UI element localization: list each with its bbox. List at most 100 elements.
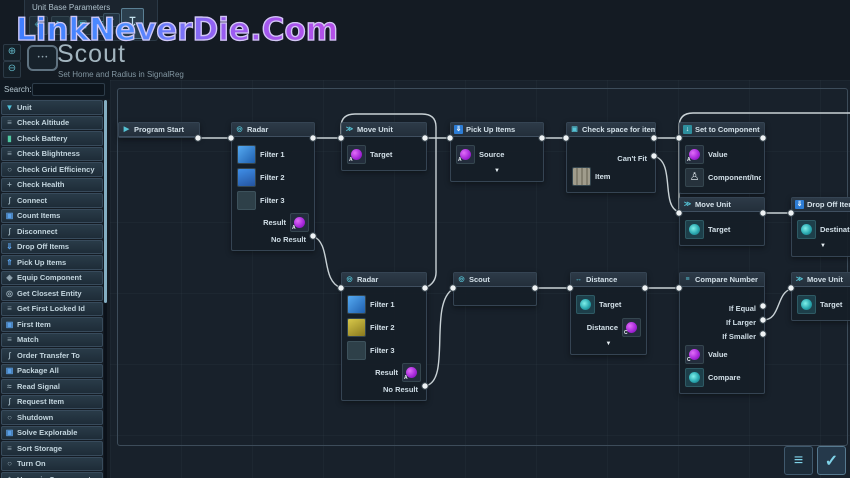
port-6[interactable] (446, 134, 454, 142)
sidebar-item-turn-on[interactable]: ○Turn On (1, 456, 103, 471)
sidebar-item-get-closest-entity[interactable]: ◎Get Closest Entity (1, 286, 103, 301)
sidebar-item-shutdown[interactable]: ○Shutdown (1, 410, 103, 425)
node-row-filter-2[interactable]: Filter 2 (235, 166, 311, 189)
port-4[interactable] (337, 134, 345, 142)
sidebar-item-solve-explorable[interactable]: ▣Solve Explorable (1, 425, 103, 440)
port-0[interactable] (194, 134, 202, 142)
expand-triangle-icon[interactable]: ▼ (820, 243, 826, 249)
zoom-in-button[interactable]: ⊕ (3, 44, 21, 61)
port-1[interactable] (227, 134, 235, 142)
sidebar-item-sort-storage[interactable]: ≡Sort Storage (1, 441, 103, 456)
expand-triangle-icon[interactable]: ▼ (494, 168, 500, 174)
toolbar-icon-3[interactable]: ▣ (73, 16, 92, 35)
list-button[interactable]: ≡ (784, 446, 813, 475)
node-drop-off-item[interactable]: ⇓Drop Off ItemDestination▼ (791, 197, 850, 257)
sidebar-item-read-signal[interactable]: ≈Read Signal (1, 379, 103, 394)
confirm-button[interactable]: ✓ (817, 446, 846, 475)
node-row-target[interactable]: Target (574, 293, 643, 316)
toolbar-icon-2[interactable]: ▶ (51, 16, 70, 35)
port-3[interactable] (309, 232, 317, 240)
sidebar-scrollbar-thumb[interactable] (104, 100, 107, 303)
port-19[interactable] (449, 284, 457, 292)
port-24[interactable] (759, 302, 767, 310)
port-27[interactable] (787, 284, 795, 292)
zoom-out-button[interactable]: ⊖ (3, 61, 21, 78)
node-row-filter-3[interactable]: Filter 3 (235, 189, 311, 212)
toolbar-icon-1[interactable]: ◈ (29, 16, 48, 35)
sidebar-item-match[interactable]: ≡Match (1, 332, 103, 347)
port-11[interactable] (675, 134, 683, 142)
node-row-destination[interactable]: Destination (795, 218, 850, 241)
node-row-compare[interactable]: Compare (683, 366, 761, 389)
port-18[interactable] (421, 382, 429, 390)
node-scout[interactable]: ◎Scout (453, 272, 537, 306)
minus-button[interactable]: − (103, 13, 120, 27)
node-row-target[interactable]: Target (795, 293, 850, 316)
node-row-target[interactable]: Target (683, 218, 761, 241)
port-26[interactable] (759, 330, 767, 338)
expand-triangle-icon[interactable]: ▼ (605, 341, 612, 347)
sidebar-item-equip-component[interactable]: ◈Equip Component (1, 270, 103, 285)
import-button[interactable]: ↧ (121, 8, 144, 39)
sidebar-item-drop-off-items[interactable]: ⇓Drop Off Items (1, 239, 103, 254)
sidebar-item-unit[interactable]: ▼Unit (1, 100, 103, 115)
port-2[interactable] (309, 134, 317, 142)
port-25[interactable] (759, 316, 767, 324)
port-5[interactable] (421, 134, 429, 142)
node-row-item[interactable]: Item (570, 165, 652, 188)
sidebar-item-get-first-locked-id[interactable]: ≡Get First Locked Id (1, 301, 103, 316)
sidebar-item-package-all[interactable]: ▣Package All (1, 363, 103, 378)
search-input[interactable] (32, 83, 105, 96)
node-row-filter-3[interactable]: Filter 3 (345, 339, 423, 362)
sidebar-item-count-items[interactable]: ▣Count Items (1, 208, 103, 223)
node-row-filter-1[interactable]: Filter 1 (235, 143, 311, 166)
node-row-filter-2[interactable]: Filter 2 (345, 316, 423, 339)
port-16[interactable] (337, 284, 345, 292)
node-program-start[interactable]: ▶Program Start (118, 122, 200, 138)
port-22[interactable] (641, 284, 649, 292)
port-21[interactable] (566, 284, 574, 292)
port-17[interactable] (421, 284, 429, 292)
port-14[interactable] (759, 209, 767, 217)
sidebar-item-pick-up-items[interactable]: ⇑Pick Up Items (1, 255, 103, 270)
sidebar-item-check-altitude[interactable]: ≡Check Altitude (1, 115, 103, 130)
port-20[interactable] (531, 284, 539, 292)
node-row-component-index[interactable]: ♙Component/Index (683, 166, 761, 189)
sidebar-item-check-health[interactable]: +Check Health (1, 177, 103, 192)
port-9[interactable] (650, 134, 658, 142)
port-12[interactable] (759, 134, 767, 142)
sidebar-item-first-item[interactable]: ▣First Item (1, 317, 103, 332)
node-row-filter-1[interactable]: Filter 1 (345, 293, 423, 316)
sidebar-item-check-blightness[interactable]: ≡Check Blightness (1, 146, 103, 161)
port-23[interactable] (675, 284, 683, 292)
sidebar-item-check-grid-efficiency[interactable]: ○Check Grid Efficiency (1, 162, 103, 177)
port-7[interactable] (538, 134, 546, 142)
port-10[interactable] (650, 152, 658, 160)
port-8[interactable] (562, 134, 570, 142)
sidebar-item-check-battery[interactable]: ▮Check Battery (1, 131, 103, 146)
port-13[interactable] (675, 209, 683, 217)
sidebar-item-unequip-component[interactable]: ◈Unequip Component (1, 472, 103, 478)
port-15[interactable] (787, 209, 795, 217)
